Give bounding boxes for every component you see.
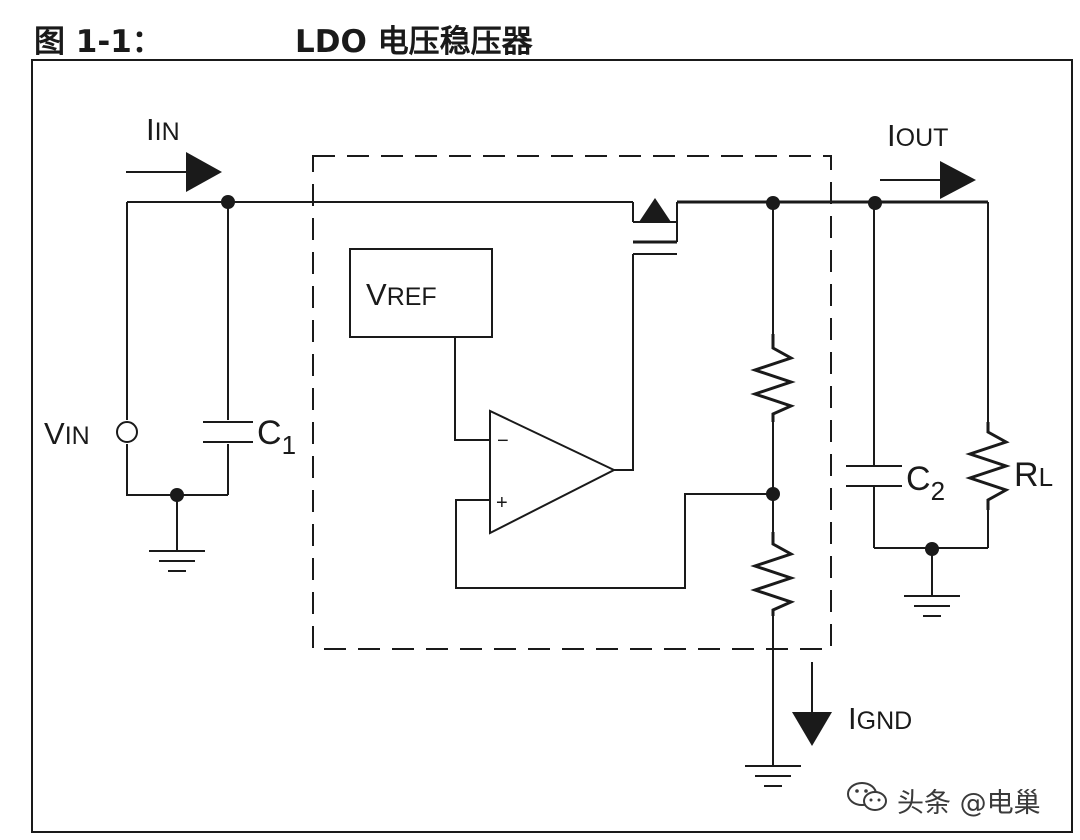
divider-resistor-top bbox=[750, 334, 796, 422]
pass-transistor-diode bbox=[639, 198, 671, 222]
figure-header: 图 1-1： LDO 电压稳压器 bbox=[0, 0, 1080, 60]
feedback-wire bbox=[455, 493, 773, 589]
opamp-plus-label: + bbox=[496, 492, 508, 514]
wechat-bubble-icon bbox=[845, 780, 889, 821]
load-resistor bbox=[965, 422, 1011, 510]
regulator-boundary bbox=[312, 155, 832, 650]
gate-drive-wire bbox=[614, 253, 677, 471]
junction-dots bbox=[170, 195, 939, 556]
ground-symbol-right bbox=[904, 595, 960, 617]
i-in-label: IIN bbox=[146, 112, 180, 147]
ground-symbol-bottom bbox=[745, 765, 801, 787]
i-out-label: IOUT bbox=[887, 118, 948, 153]
figure-number: 图 1-1： bbox=[34, 24, 163, 60]
vin-terminal bbox=[116, 421, 138, 443]
ground-symbol-left bbox=[149, 550, 205, 572]
vref-to-minus-wire bbox=[454, 337, 490, 441]
c2-label: C2 bbox=[906, 460, 945, 506]
junction-dot bbox=[868, 196, 882, 210]
c1-capacitor bbox=[203, 421, 253, 443]
i-out-arrow bbox=[880, 161, 976, 199]
junction-dot bbox=[170, 488, 184, 502]
v-ref-label: VREF bbox=[366, 277, 437, 312]
junction-dot bbox=[221, 195, 235, 209]
junction-dot bbox=[766, 196, 780, 210]
figure-frame bbox=[31, 59, 1073, 833]
error-amplifier bbox=[489, 409, 617, 535]
rl-label: RL bbox=[1014, 456, 1053, 494]
c2-capacitor bbox=[846, 465, 902, 487]
vref-box bbox=[349, 248, 493, 338]
figure-title: LDO 电压稳压器 bbox=[295, 24, 533, 60]
vin-ground-wire bbox=[126, 444, 228, 496]
i-gnd-arrow bbox=[792, 662, 832, 746]
divider-resistor-bottom bbox=[750, 532, 796, 616]
c1-label: C1 bbox=[257, 414, 296, 460]
junction-dot bbox=[766, 487, 780, 501]
watermark: 头条 @电巢 bbox=[845, 780, 1041, 820]
v-in-label: VIN bbox=[44, 416, 90, 451]
opamp-minus-label: − bbox=[497, 430, 509, 452]
junction-dot bbox=[925, 542, 939, 556]
watermark-text: 头条 @电巢 bbox=[897, 787, 1041, 819]
i-gnd-label: IGND bbox=[848, 701, 912, 736]
i-in-arrow bbox=[126, 152, 222, 192]
